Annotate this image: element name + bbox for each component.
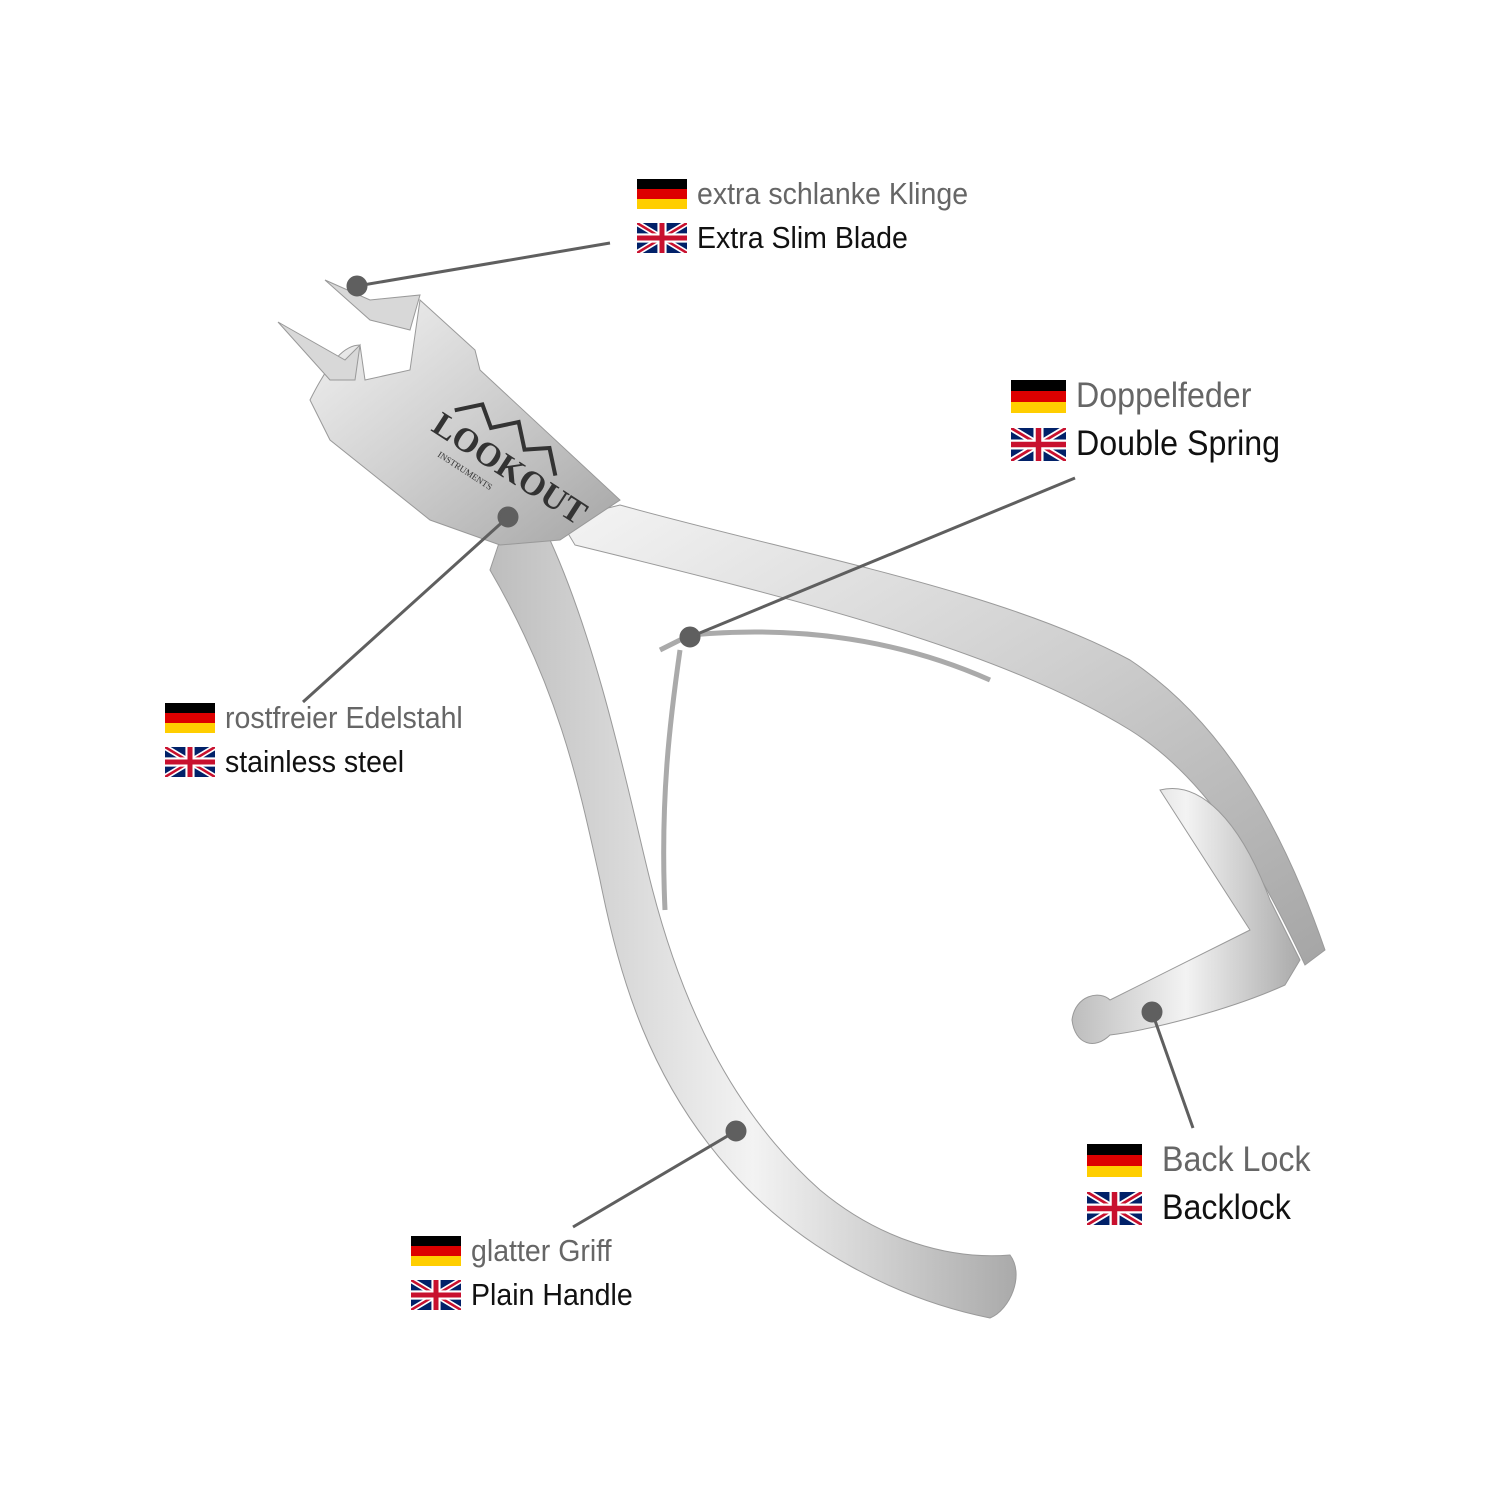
german-flag-icon (637, 179, 687, 209)
german-flag-icon (1011, 380, 1066, 413)
uk-flag-icon (1011, 428, 1066, 461)
label-en: Double Spring (1076, 424, 1281, 463)
uk-flag-icon (411, 1280, 461, 1310)
leader-lines (301, 241, 1195, 1229)
callout-handle: glatter Griff Plain Handle (411, 1233, 647, 1313)
label-en: Extra Slim Blade (697, 220, 908, 255)
german-flag-icon (411, 1236, 461, 1266)
uk-flag-icon (637, 223, 687, 253)
double-spring (658, 629, 992, 911)
lower-handle (489, 539, 1017, 1319)
lower-blade (277, 321, 361, 381)
callout-blade: extra schlanke Klinge Extra Slim Blade (637, 176, 992, 256)
uk-flag-icon (1087, 1192, 1142, 1225)
label-en: Plain Handle (471, 1277, 633, 1312)
callout-backlock: Back Lock Backlock (1087, 1140, 1323, 1228)
label-de: Back Lock (1162, 1140, 1311, 1179)
upper-blade (324, 279, 421, 331)
label-de: glatter Griff (471, 1233, 612, 1268)
upper-handle (559, 504, 1326, 966)
callout-spring: Doppelfeder Double Spring (1011, 376, 1298, 464)
callout-steel: rostfreier Edelstahl stainless steel (165, 700, 483, 780)
german-flag-icon (165, 703, 215, 733)
backlock (1071, 788, 1301, 1044)
uk-flag-icon (165, 747, 215, 777)
label-de: rostfreier Edelstahl (225, 700, 463, 735)
german-flag-icon (1087, 1144, 1142, 1177)
label-en: Backlock (1162, 1188, 1291, 1227)
label-de: Doppelfeder (1076, 376, 1252, 415)
label-de: extra schlanke Klinge (697, 176, 969, 211)
label-en: stainless steel (225, 744, 405, 779)
